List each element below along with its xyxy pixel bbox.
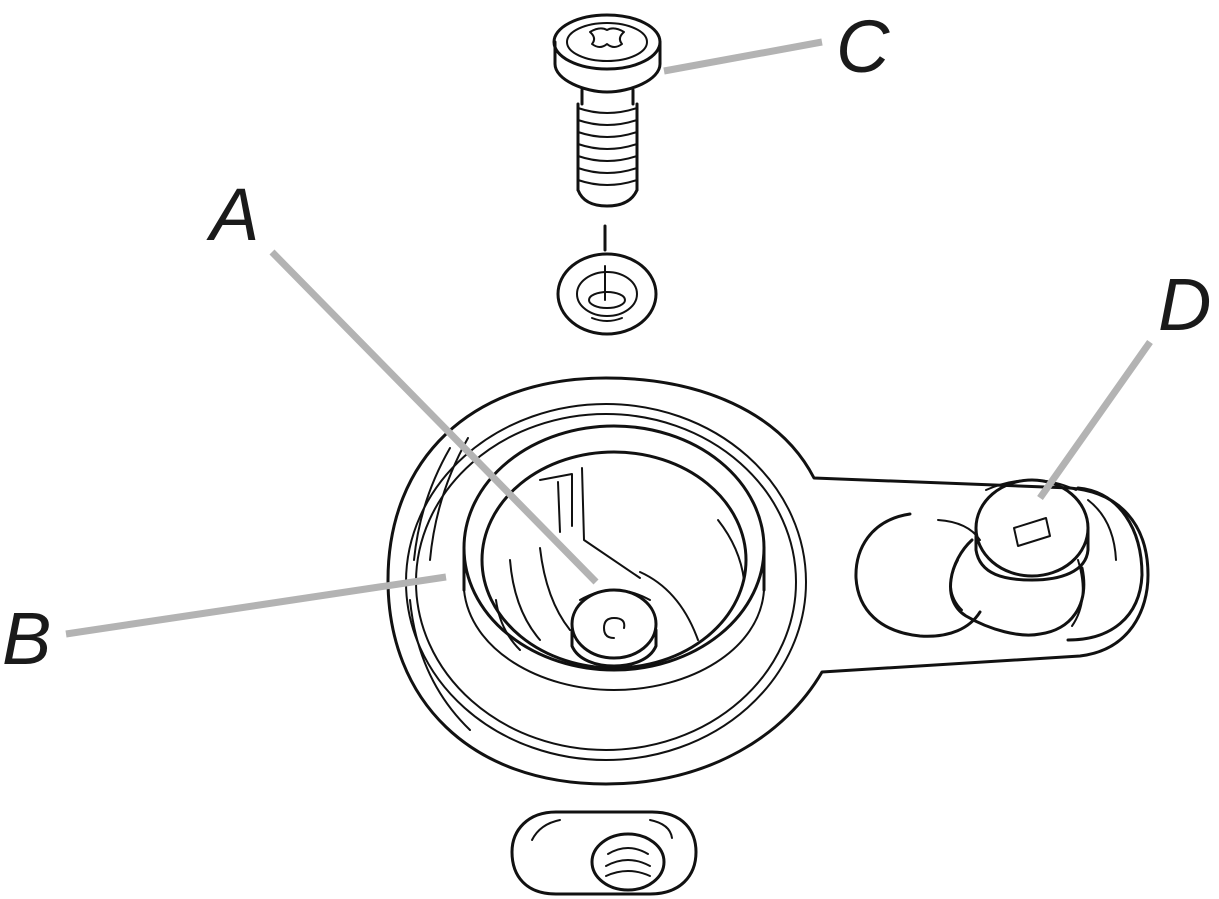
screw-hole xyxy=(556,252,658,336)
leader-line-d xyxy=(1037,339,1153,501)
callout-label-d: D xyxy=(1158,263,1211,346)
lever xyxy=(949,478,1090,637)
callout-label-c: C xyxy=(836,5,890,88)
slot-part xyxy=(510,810,698,896)
callout-label-b: B xyxy=(2,597,51,680)
bearing-housing xyxy=(386,376,1150,786)
screw xyxy=(552,13,662,208)
arm-recess xyxy=(854,486,1144,642)
callout-label-a: A xyxy=(206,173,259,256)
leader-line-b xyxy=(65,573,447,638)
leader-line-c xyxy=(663,38,823,75)
leader-line-a xyxy=(269,249,599,585)
